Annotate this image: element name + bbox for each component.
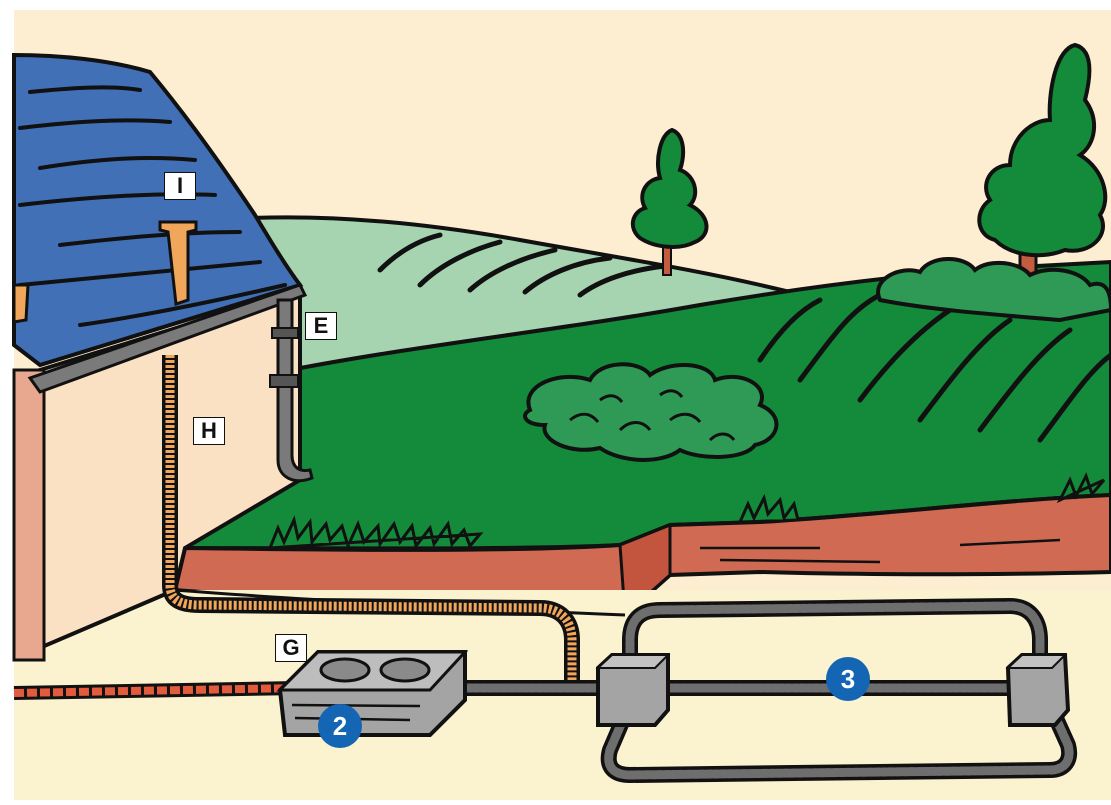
label-h: H (193, 417, 225, 445)
distribution-box-left-top (595, 654, 671, 669)
large-tree-crown (977, 42, 1108, 258)
small-tree-crown (630, 127, 709, 249)
inlet-pipe-fill (13, 684, 301, 697)
lawn-stripes (757, 292, 1111, 443)
downspout-bracket-top (271, 327, 299, 339)
vent-pipe (158, 220, 198, 307)
distant-hill-stripes (377, 232, 668, 298)
downspout (276, 298, 314, 483)
marker-2: 2 (318, 704, 362, 748)
soil-lines (700, 538, 1061, 564)
distribution-box-right-top (1005, 654, 1068, 669)
vent-pipe-left (12, 283, 30, 324)
label-e: E (305, 312, 337, 340)
house-drain-pipe-fill (165, 355, 577, 690)
gutter (27, 283, 308, 394)
label-g: G (275, 634, 307, 662)
grass-tufts (267, 472, 1106, 551)
downspout-bracket-bottom (269, 374, 299, 388)
shrubs-right (876, 257, 1111, 323)
bush-detail (569, 389, 736, 442)
bush (523, 362, 779, 462)
tank-lid-right (379, 657, 431, 683)
house-corner-post (12, 368, 46, 662)
tank-lid-left (319, 657, 371, 683)
roof-shingle-lines (18, 85, 287, 327)
drain-field-pipes (452, 598, 1077, 783)
marker-3: 3 (826, 657, 870, 701)
label-i: I (164, 172, 196, 200)
roof (12, 52, 304, 368)
